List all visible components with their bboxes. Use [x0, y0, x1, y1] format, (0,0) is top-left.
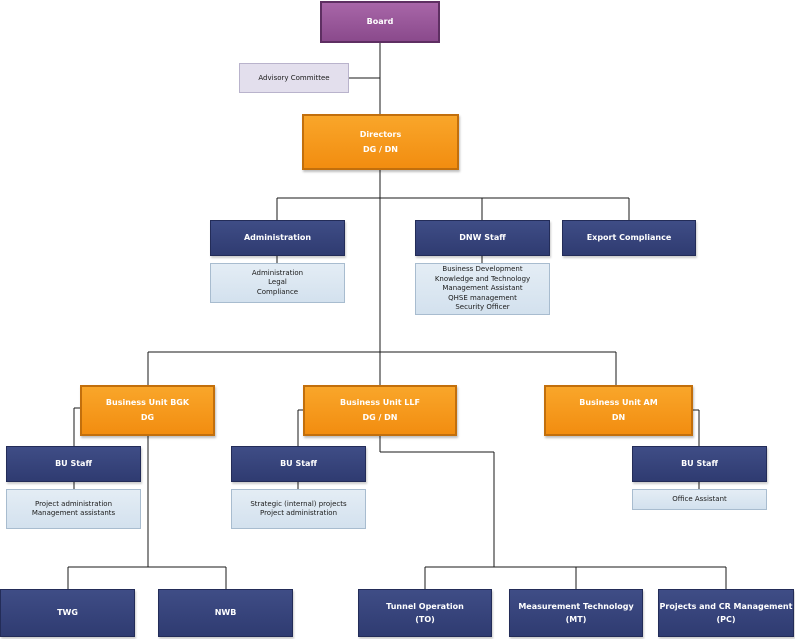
- pc-title: Projects and CR Management: [659, 601, 793, 611]
- bgk-staff-item: Management assistants: [31, 509, 116, 517]
- administration-box: Administration: [210, 220, 345, 256]
- measurement-technology-box: Measurement Technology (MT): [509, 589, 643, 637]
- nwb-title: NWB: [214, 608, 237, 617]
- bu-am-sub: DN: [611, 413, 626, 422]
- administration-item: Administration: [251, 268, 304, 277]
- business-unit-bgk-box: Business Unit BGK DG: [80, 385, 215, 436]
- llf-bu-staff-box: BU Staff: [231, 446, 366, 482]
- administration-details: Administration Legal Compliance: [210, 263, 345, 303]
- bgk-bu-staff-box: BU Staff: [6, 446, 141, 482]
- board-label: Board: [366, 17, 394, 26]
- export-compliance-title: Export Compliance: [586, 233, 672, 242]
- pc-sub: (PC): [716, 614, 736, 624]
- twg-title: TWG: [57, 608, 78, 617]
- dnw-staff-item: QHSE management: [448, 293, 517, 302]
- directors-title: Directors: [359, 129, 402, 139]
- dnw-staff-details: Business Development Knowledge and Techn…: [415, 263, 550, 315]
- bgk-staff-item: Project administration: [34, 499, 113, 508]
- am-bu-staff-title: BU Staff: [681, 459, 718, 468]
- advisory-committee-box: Advisory Committee: [239, 63, 349, 93]
- bu-llf-title: Business Unit LLF: [340, 398, 420, 407]
- am-staff-item: Office Assistant: [672, 494, 727, 503]
- business-unit-am-box: Business Unit AM DN: [544, 385, 693, 436]
- mt-sub: (MT): [565, 614, 587, 624]
- dnw-staff-item: Business Development: [442, 265, 523, 274]
- to-sub: (TO): [415, 614, 435, 624]
- bgk-bu-staff-details: Project administration Management assist…: [6, 489, 141, 529]
- advisory-committee-label: Advisory Committee: [258, 74, 330, 82]
- business-unit-llf-box: Business Unit LLF DG / DN: [303, 385, 457, 436]
- dnw-staff-item: Knowledge and Technology: [434, 274, 531, 283]
- dnw-staff-box: DNW Staff: [415, 220, 550, 256]
- llf-bu-staff-details: Strategic (internal) projects Project ad…: [231, 489, 366, 529]
- projects-cr-management-box: Projects and CR Management (PC): [658, 589, 794, 637]
- dnw-staff-item: Security Officer: [455, 303, 510, 312]
- llf-staff-item: Strategic (internal) projects: [250, 499, 347, 508]
- tunnel-operation-box: Tunnel Operation (TO): [358, 589, 492, 637]
- administration-item: Compliance: [256, 287, 299, 296]
- administration-item: Legal: [268, 278, 287, 287]
- bgk-bu-staff-title: BU Staff: [55, 459, 92, 468]
- twg-box: TWG: [0, 589, 135, 637]
- nwb-box: NWB: [158, 589, 293, 637]
- bu-llf-sub: DG / DN: [362, 413, 398, 422]
- am-bu-staff-box: BU Staff: [632, 446, 767, 482]
- bu-am-title: Business Unit AM: [579, 398, 658, 407]
- administration-title: Administration: [243, 233, 312, 242]
- board-box: Board: [320, 1, 440, 43]
- export-compliance-box: Export Compliance: [562, 220, 696, 256]
- directors-sub: DG / DN: [362, 144, 399, 154]
- llf-bu-staff-title: BU Staff: [280, 459, 317, 468]
- am-bu-staff-details: Office Assistant: [632, 489, 767, 510]
- dnw-staff-title: DNW Staff: [459, 233, 506, 242]
- dnw-staff-item: Management Assistant: [442, 284, 523, 293]
- bu-bgk-title: Business Unit BGK: [105, 398, 190, 407]
- bu-bgk-sub: DG: [140, 413, 155, 422]
- directors-box: Directors DG / DN: [302, 114, 459, 170]
- llf-staff-item: Project administration: [259, 509, 338, 517]
- mt-title: Measurement Technology: [518, 601, 634, 611]
- to-title: Tunnel Operation: [386, 601, 464, 611]
